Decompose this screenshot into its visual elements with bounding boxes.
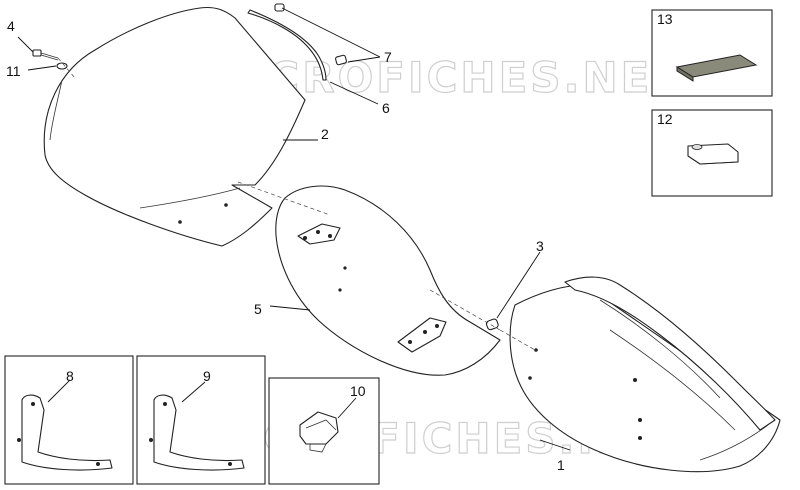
callout-7: 7 [384, 49, 392, 65]
right-bracket-box [136, 355, 266, 485]
callout-9: 9 [203, 368, 211, 384]
front-fairing-part [509, 276, 781, 473]
bracket-kit-box [651, 109, 773, 197]
washer-part [56, 62, 68, 70]
callout-13: 13 [657, 11, 673, 27]
pad-kit-box [651, 9, 773, 97]
windscreen-part [43, 6, 306, 247]
grommet-part [485, 318, 499, 331]
callout-10: 10 [350, 383, 366, 399]
left-bracket-box [4, 355, 134, 485]
clip-box [268, 377, 380, 485]
callout-6: 6 [382, 100, 390, 116]
screw-part [32, 49, 59, 61]
callout-12: 12 [657, 111, 673, 127]
callout-5: 5 [254, 301, 262, 317]
spacer-parts [274, 3, 347, 66]
callout-8: 8 [66, 368, 74, 384]
callout-3: 3 [536, 238, 544, 254]
callout-2: 2 [321, 126, 329, 142]
inner-panel-part [275, 185, 501, 376]
leader-lines [17, 7, 571, 451]
callout-labels: 1 2 3 4 5 6 7 8 9 10 11 12 13 [6, 11, 673, 473]
callout-4: 4 [7, 18, 15, 34]
trim-strip-part [247, 9, 327, 81]
callout-11: 11 [6, 63, 21, 79]
callout-1: 1 [557, 457, 565, 473]
